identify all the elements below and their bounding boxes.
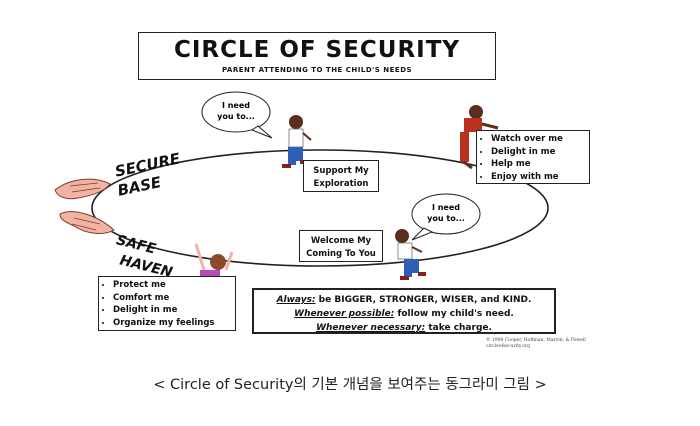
top-need-item: Watch over me (491, 133, 585, 146)
bottom-need-item: Comfort me (113, 292, 231, 305)
support-exploration-box: Support My Exploration (303, 160, 379, 192)
rule-always: Always: be BIGGER, STRONGER, WISER, and … (276, 295, 532, 305)
figure-caption: < Circle of Security의 기본 개념을 보여주는 동그라미 그… (153, 377, 547, 393)
bubble-right-line2: you to... (427, 214, 465, 223)
bubble-right-line1: I need (432, 203, 460, 212)
top-need-item: Delight in me (491, 146, 585, 159)
top-need-item: Enjoy with me (491, 171, 585, 184)
welcome-line1: Welcome My (310, 236, 372, 246)
support-line2: Exploration (313, 179, 369, 189)
copyright-note: © 1998 Cooper, Hoffman, Marvin, & Powell… (486, 338, 586, 349)
bottom-need-item: Protect me (113, 279, 231, 292)
bubble-top-line2: you to... (217, 112, 255, 121)
bottom-need-item: Organize my feelings (113, 317, 231, 330)
child-coming-figure (395, 229, 426, 280)
speech-bubble-right (411, 193, 481, 235)
title-box: CIRCLE OF SECURITY PARENT ATTENDING TO T… (138, 32, 496, 80)
speech-bubble-top (201, 91, 271, 133)
support-line1: Support My (313, 166, 369, 176)
top-need-item: Help me (491, 158, 585, 171)
security-loop (91, 149, 549, 267)
welcome-line2: Coming To You (306, 249, 376, 259)
rule-possible: Whenever possible: follow my child's nee… (294, 309, 514, 319)
hands-icon (54, 178, 115, 234)
bubble-top-line1: I need (222, 101, 250, 110)
child-returning-figure (460, 105, 499, 170)
top-needs-box: Watch over me Delight in me Help me Enjo… (476, 130, 590, 184)
parenting-rules-box: Always: be BIGGER, STRONGER, WISER, and … (252, 288, 556, 334)
bottom-need-item: Delight in me (113, 304, 231, 317)
diagram-title: CIRCLE OF SECURITY (173, 37, 461, 63)
welcome-coming-box: Welcome My Coming To You (299, 230, 383, 262)
diagram-subtitle: PARENT ATTENDING TO THE CHILD'S NEEDS (221, 66, 413, 74)
rule-necessary: Whenever necessary: take charge. (316, 323, 492, 333)
bottom-needs-box: Protect me Comfort me Delight in me Orga… (98, 276, 236, 331)
